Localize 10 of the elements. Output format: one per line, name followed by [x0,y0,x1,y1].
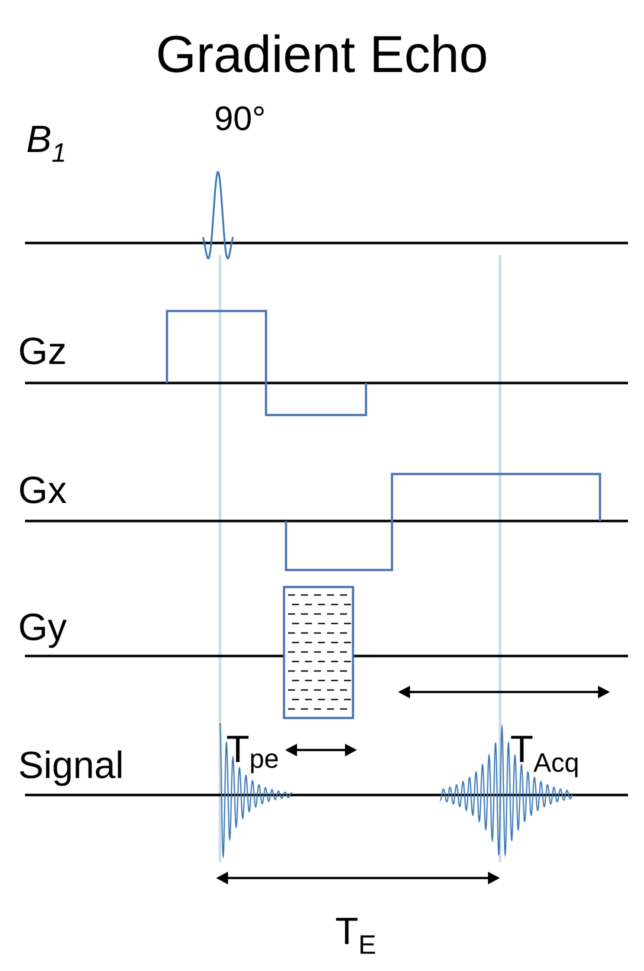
axis-label: Signal [20,750,122,786]
axis-label: Gz [20,337,65,364]
pulse-label: 90° [216,106,264,130]
dimension-label: T$_{pe}$ [227,736,278,774]
axis-label: Gx [20,476,66,504]
title: Gradient Echo [158,34,486,72]
dimension-label: T$_{E}$ [336,918,375,954]
axis-label: Gy [20,613,67,648]
axis-label: B$_{1}$ [27,126,64,162]
dimension-label: T$_{Acq}$ [511,736,578,778]
